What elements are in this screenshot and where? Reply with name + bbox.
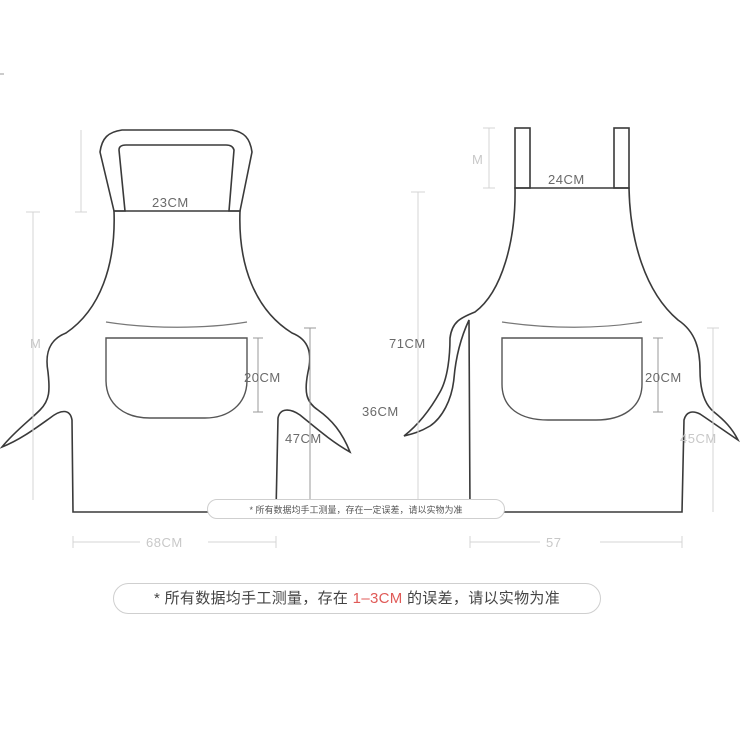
measurement-note-large: * 所有数据均手工测量，存在 1–3CM 的误差，请以实物为准 [113,583,601,614]
right-strap-left [514,127,531,189]
right-pocket-opening [501,321,643,328]
left-bottom-label-bg [140,533,208,551]
left-apron [0,129,352,513]
left-side-partial-label: M [30,336,41,351]
left-bottom-width-label: 68CM [146,535,183,550]
left-pocket-height-label: 20CM [244,370,281,385]
right-apron-body [403,187,740,513]
right-bottom-label-bg [540,533,600,551]
left-side-height-label: 47CM [285,431,322,446]
left-top-width-label: 23CM [152,195,189,210]
right-strap-partial-label: M [472,152,483,167]
right-strap-right [613,127,630,189]
left-pocket-opening [105,321,248,328]
note-suffix: 的误差，请以实物为准 [407,590,561,607]
right-apron [403,127,740,513]
note-error-range: 1–3CM [352,590,403,607]
left-apron-body [0,210,352,513]
right-side-height-label: 45CM [680,431,717,446]
right-top-width-label: 24CM [548,172,585,187]
measurement-note-small: * 所有数据均手工测量，存在一定误差，请以实物为准 [207,499,505,519]
right-bottom-width-label: 57 [546,535,561,550]
right-total-length-label: 71CM [389,336,426,351]
left-pocket [105,337,248,419]
right-waist-to-hem-label: 36CM [362,404,399,419]
left-dimensions [26,130,316,548]
right-pocket-height-label: 20CM [645,370,682,385]
note-prefix: * 所有数据均手工测量，存在 [153,590,349,607]
left-neck-strap [99,129,253,212]
right-pocket [501,337,643,421]
